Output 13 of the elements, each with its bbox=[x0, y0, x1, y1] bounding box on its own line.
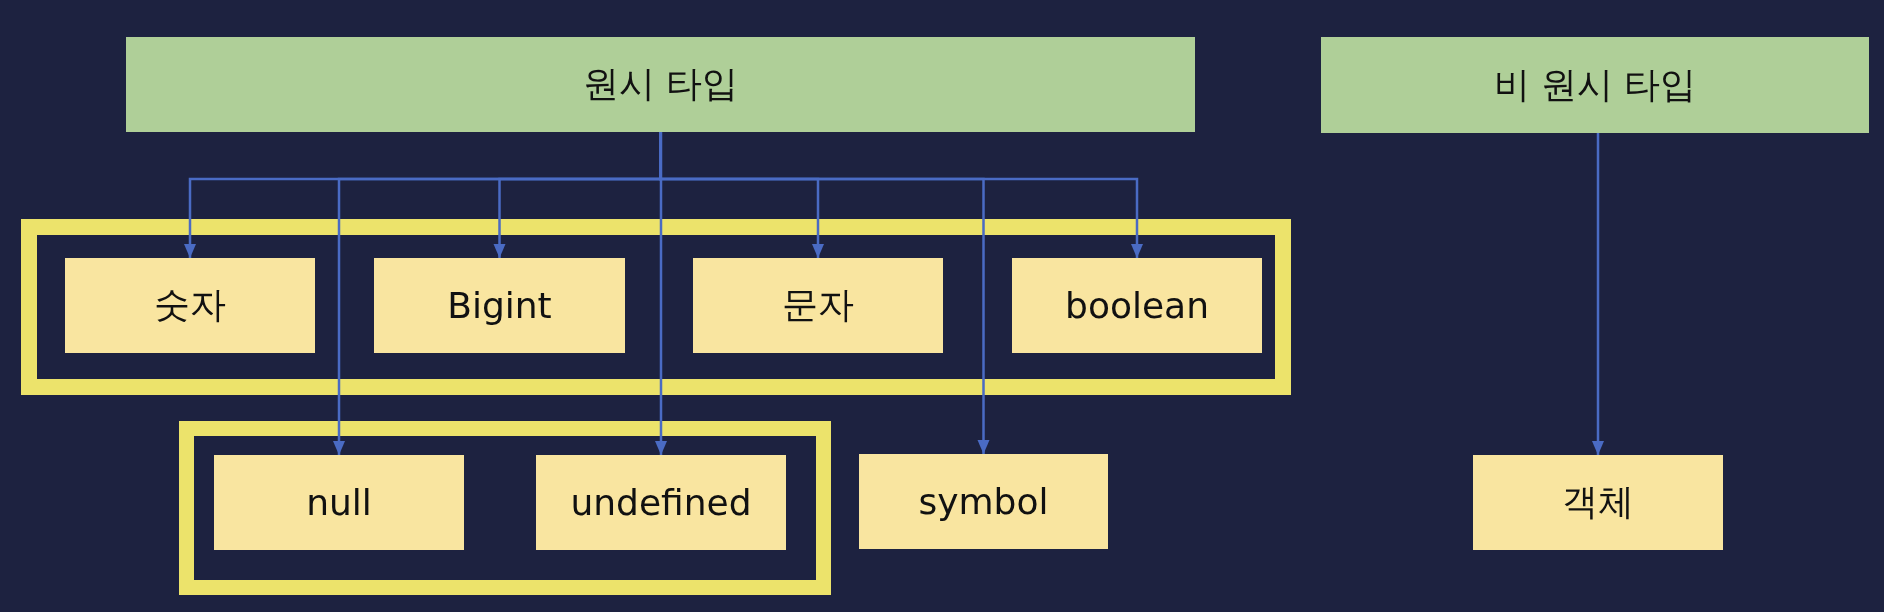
highlight-frame bbox=[21, 219, 1291, 395]
type-box: 문자 bbox=[693, 258, 943, 353]
type-box: Bigint bbox=[374, 258, 625, 353]
type-box: null bbox=[214, 455, 464, 550]
type-box: 객체 bbox=[1473, 455, 1723, 550]
type-box: 숫자 bbox=[65, 258, 315, 353]
type-box: undefined bbox=[536, 455, 786, 550]
type-box: boolean bbox=[1012, 258, 1262, 353]
arrow bbox=[1592, 133, 1604, 455]
highlight-frame bbox=[179, 421, 831, 595]
category-box: 비 원시 타입 bbox=[1321, 37, 1869, 133]
category-box: 원시 타입 bbox=[126, 37, 1195, 132]
type-box: symbol bbox=[859, 454, 1108, 549]
